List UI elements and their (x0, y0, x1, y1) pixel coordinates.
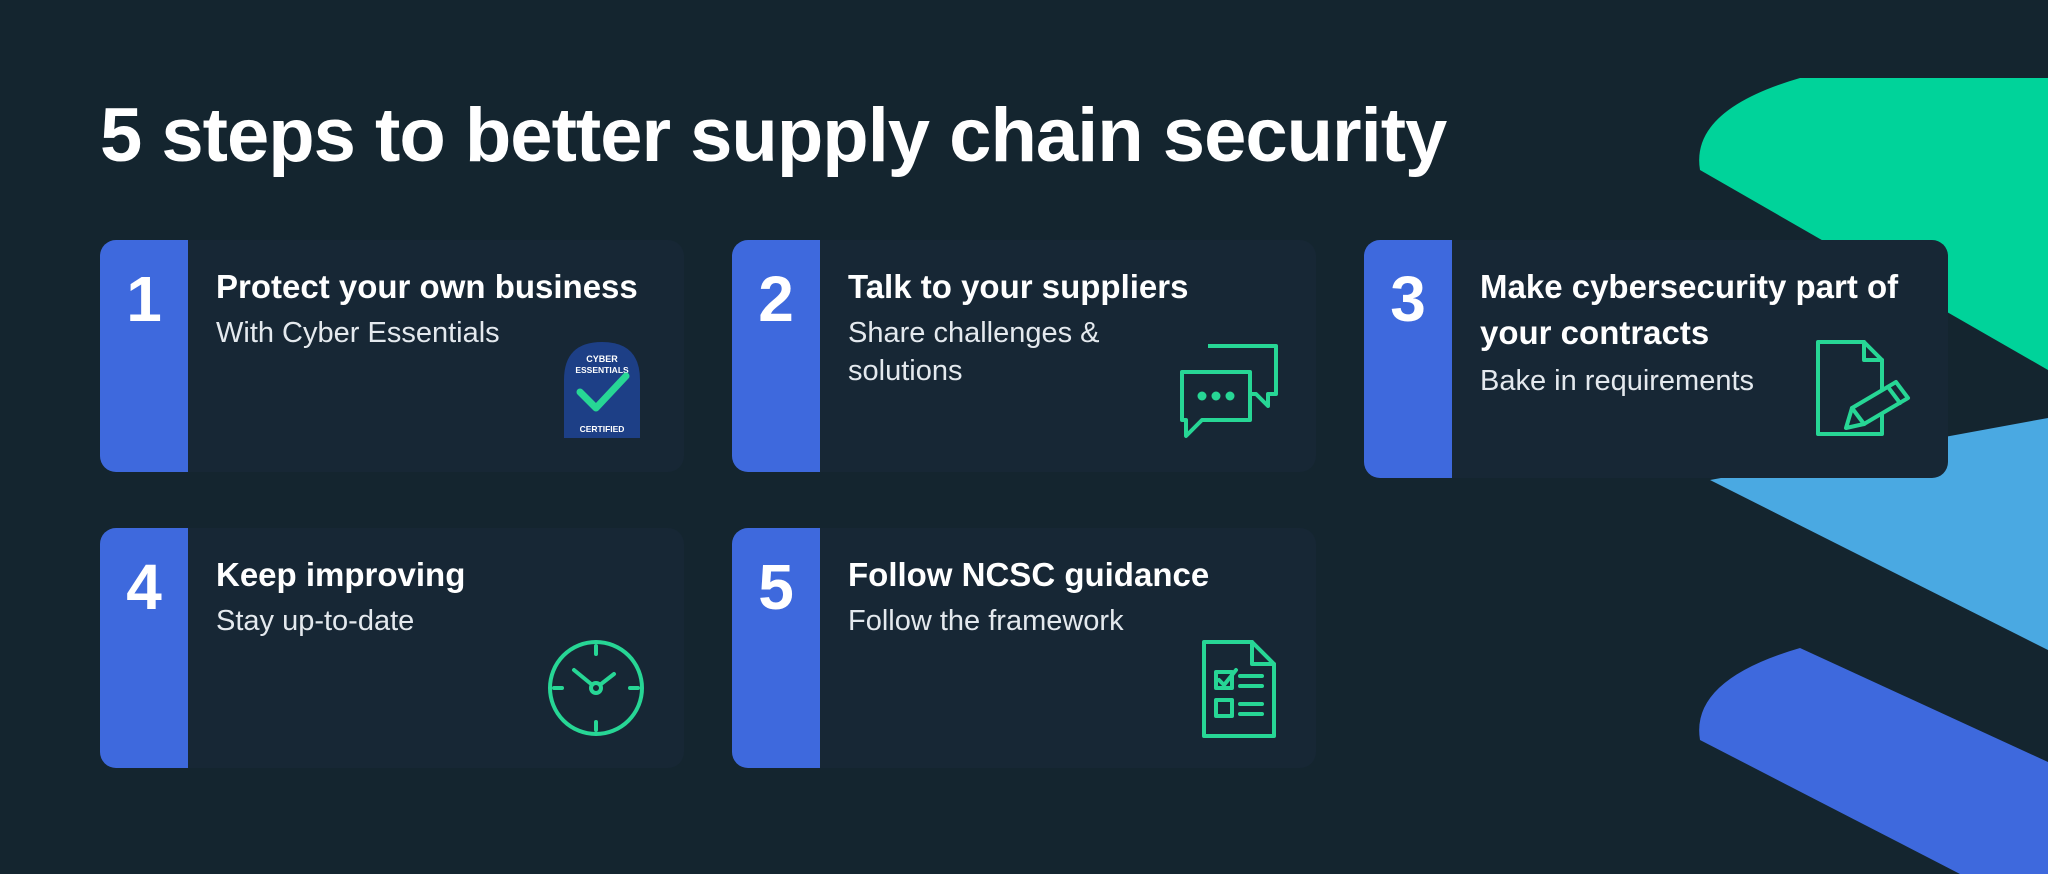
step-card-1: 1 Protect your own business With Cyber E… (100, 240, 684, 472)
step-number: 2 (758, 263, 794, 335)
step-card-4: 4 Keep improving Stay up-to-date (100, 528, 684, 768)
step-subtext: Bake in requirements (1480, 365, 1755, 397)
document-pen-icon (1816, 340, 1910, 436)
step-card-3: 3 Make cybersecurity part of your contra… (1364, 240, 1948, 478)
step-number-band (1364, 240, 1452, 478)
step-subtext: Follow the framework (848, 605, 1124, 637)
step-number: 1 (126, 263, 162, 335)
step-number-band (100, 528, 188, 768)
badge-line2: ESSENTIALS (575, 365, 629, 375)
step-card-2: 2 Talk to your suppliers Share challenge… (732, 240, 1316, 472)
page-title: 5 steps to better supply chain security (100, 93, 1447, 178)
step-heading: Protect your own business (216, 268, 638, 305)
stripe-green (1699, 78, 2048, 370)
step-number-band (100, 240, 188, 472)
step-card-5: 5 Follow NCSC guidance Follow the framew… (732, 528, 1316, 768)
step-number: 4 (126, 551, 162, 623)
step-heading: Follow NCSC guidance (848, 556, 1210, 593)
stripe-blue (1699, 648, 2048, 874)
step-number-band (732, 240, 820, 472)
step-subtext: Stay up-to-date (216, 605, 415, 637)
clock-icon (548, 640, 644, 736)
cyber-essentials-badge: CYBER ESSENTIALS CERTIFIED (564, 342, 640, 438)
step-number: 5 (758, 551, 794, 623)
step-heading: Keep improving (216, 556, 466, 593)
chat-bubbles-icon (1180, 344, 1278, 438)
step-heading: Talk to your suppliers (848, 268, 1189, 305)
badge-line1: CYBER (586, 354, 618, 364)
step-subtext: Share challenges & solutions (848, 317, 1100, 387)
checklist-icon (1202, 640, 1276, 738)
step-heading: Make cybersecurity part of your contract… (1480, 268, 1899, 351)
badge-line3: CERTIFIED (580, 424, 625, 434)
step-number-band (732, 528, 820, 768)
step-number: 3 (1390, 263, 1426, 335)
step-subtext: With Cyber Essentials (216, 317, 500, 349)
